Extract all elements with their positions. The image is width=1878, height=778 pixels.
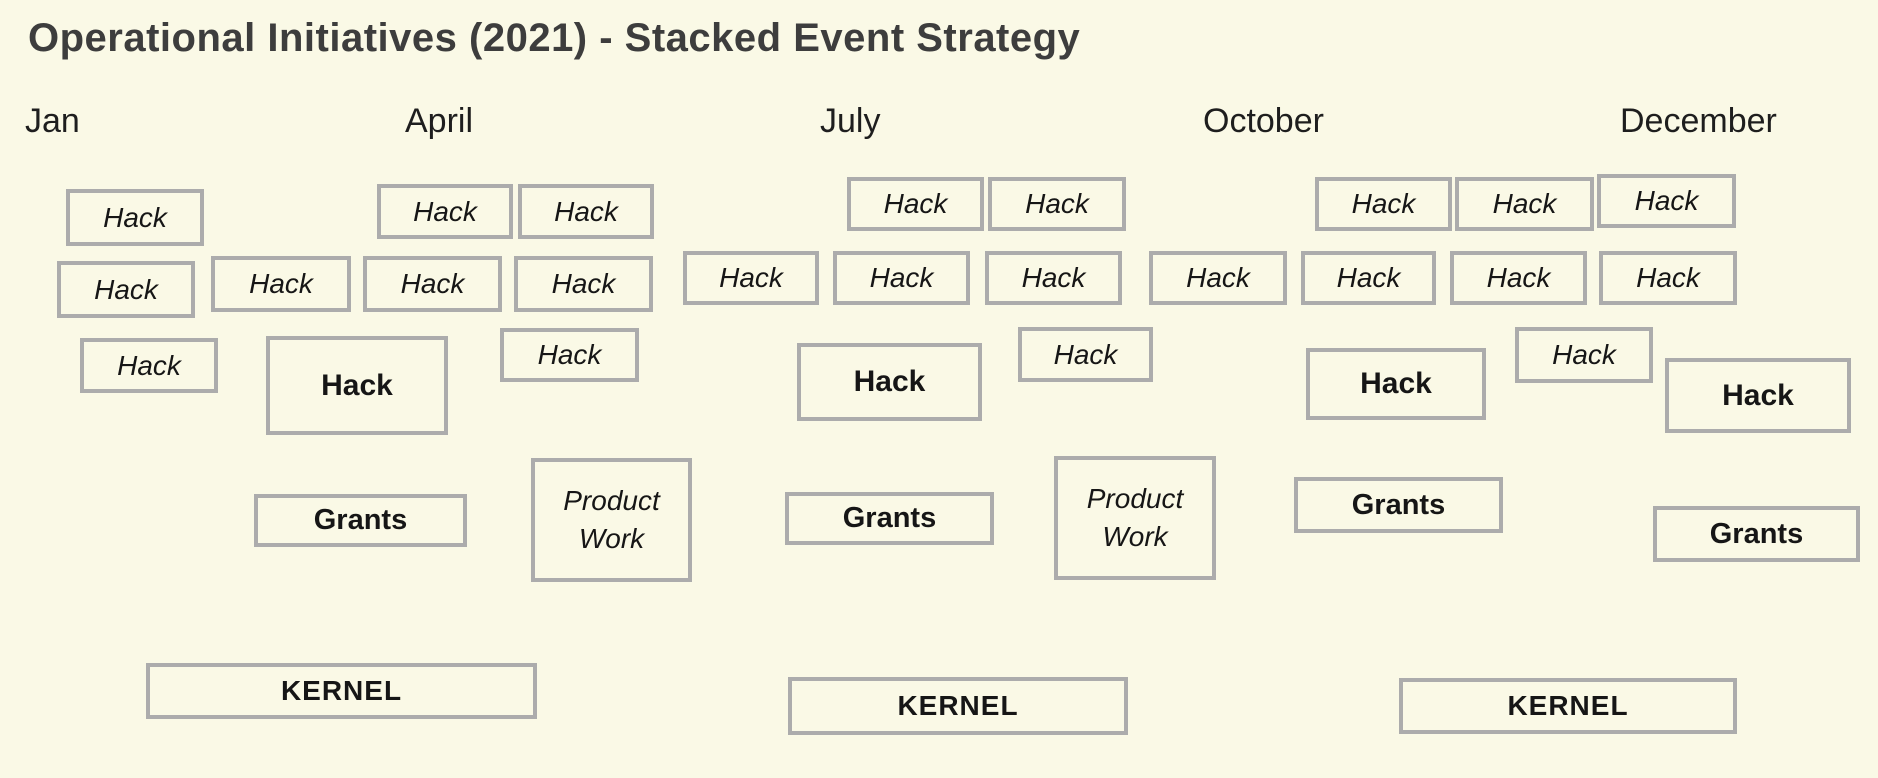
hack-box: Hack — [377, 184, 513, 239]
hack-box: Hack — [1315, 177, 1452, 231]
hack-box-major: Hack — [1306, 348, 1486, 420]
month-label-december: December — [1620, 102, 1777, 140]
hack-box: Hack — [1450, 251, 1587, 305]
hack-box: Hack — [683, 251, 819, 305]
month-label-october: October — [1203, 102, 1324, 140]
month-label-july: July — [820, 102, 881, 140]
hack-box: Hack — [833, 251, 970, 305]
hack-box-major: Hack — [797, 343, 982, 421]
hack-box-major: Hack — [1665, 358, 1851, 433]
grants-box: Grants — [785, 492, 994, 545]
hack-box: Hack — [985, 251, 1122, 305]
hack-box: Hack — [57, 261, 195, 318]
hack-box: Hack — [1455, 177, 1594, 231]
hack-box: Hack — [363, 256, 502, 312]
hack-box: Hack — [1599, 251, 1737, 305]
hack-box: Hack — [1515, 327, 1653, 383]
product-work-box: Product Work — [531, 458, 692, 582]
hack-box: Hack — [1018, 327, 1153, 382]
hack-box-major: Hack — [266, 336, 448, 435]
hack-box: Hack — [1301, 251, 1436, 305]
hack-box: Hack — [1149, 251, 1287, 305]
grants-box: Grants — [1294, 477, 1503, 533]
hack-box: Hack — [66, 189, 204, 246]
kernel-box: KERNEL — [1399, 678, 1737, 734]
hack-box: Hack — [211, 256, 351, 312]
hack-box: Hack — [1597, 174, 1736, 228]
product-work-box: Product Work — [1054, 456, 1216, 580]
grants-box: Grants — [1653, 506, 1860, 562]
month-label-april: April — [405, 102, 474, 140]
hack-box: Hack — [518, 184, 654, 239]
hack-box: Hack — [80, 338, 218, 393]
hack-box: Hack — [500, 328, 639, 382]
hack-box: Hack — [847, 177, 984, 231]
kernel-box: KERNEL — [146, 663, 537, 719]
grants-box: Grants — [254, 494, 467, 547]
hack-box: Hack — [514, 256, 653, 312]
page-title: Operational Initiatives (2021) - Stacked… — [28, 16, 1081, 60]
hack-box: Hack — [988, 177, 1126, 231]
kernel-box: KERNEL — [788, 677, 1128, 735]
month-label-jan: Jan — [25, 102, 80, 140]
